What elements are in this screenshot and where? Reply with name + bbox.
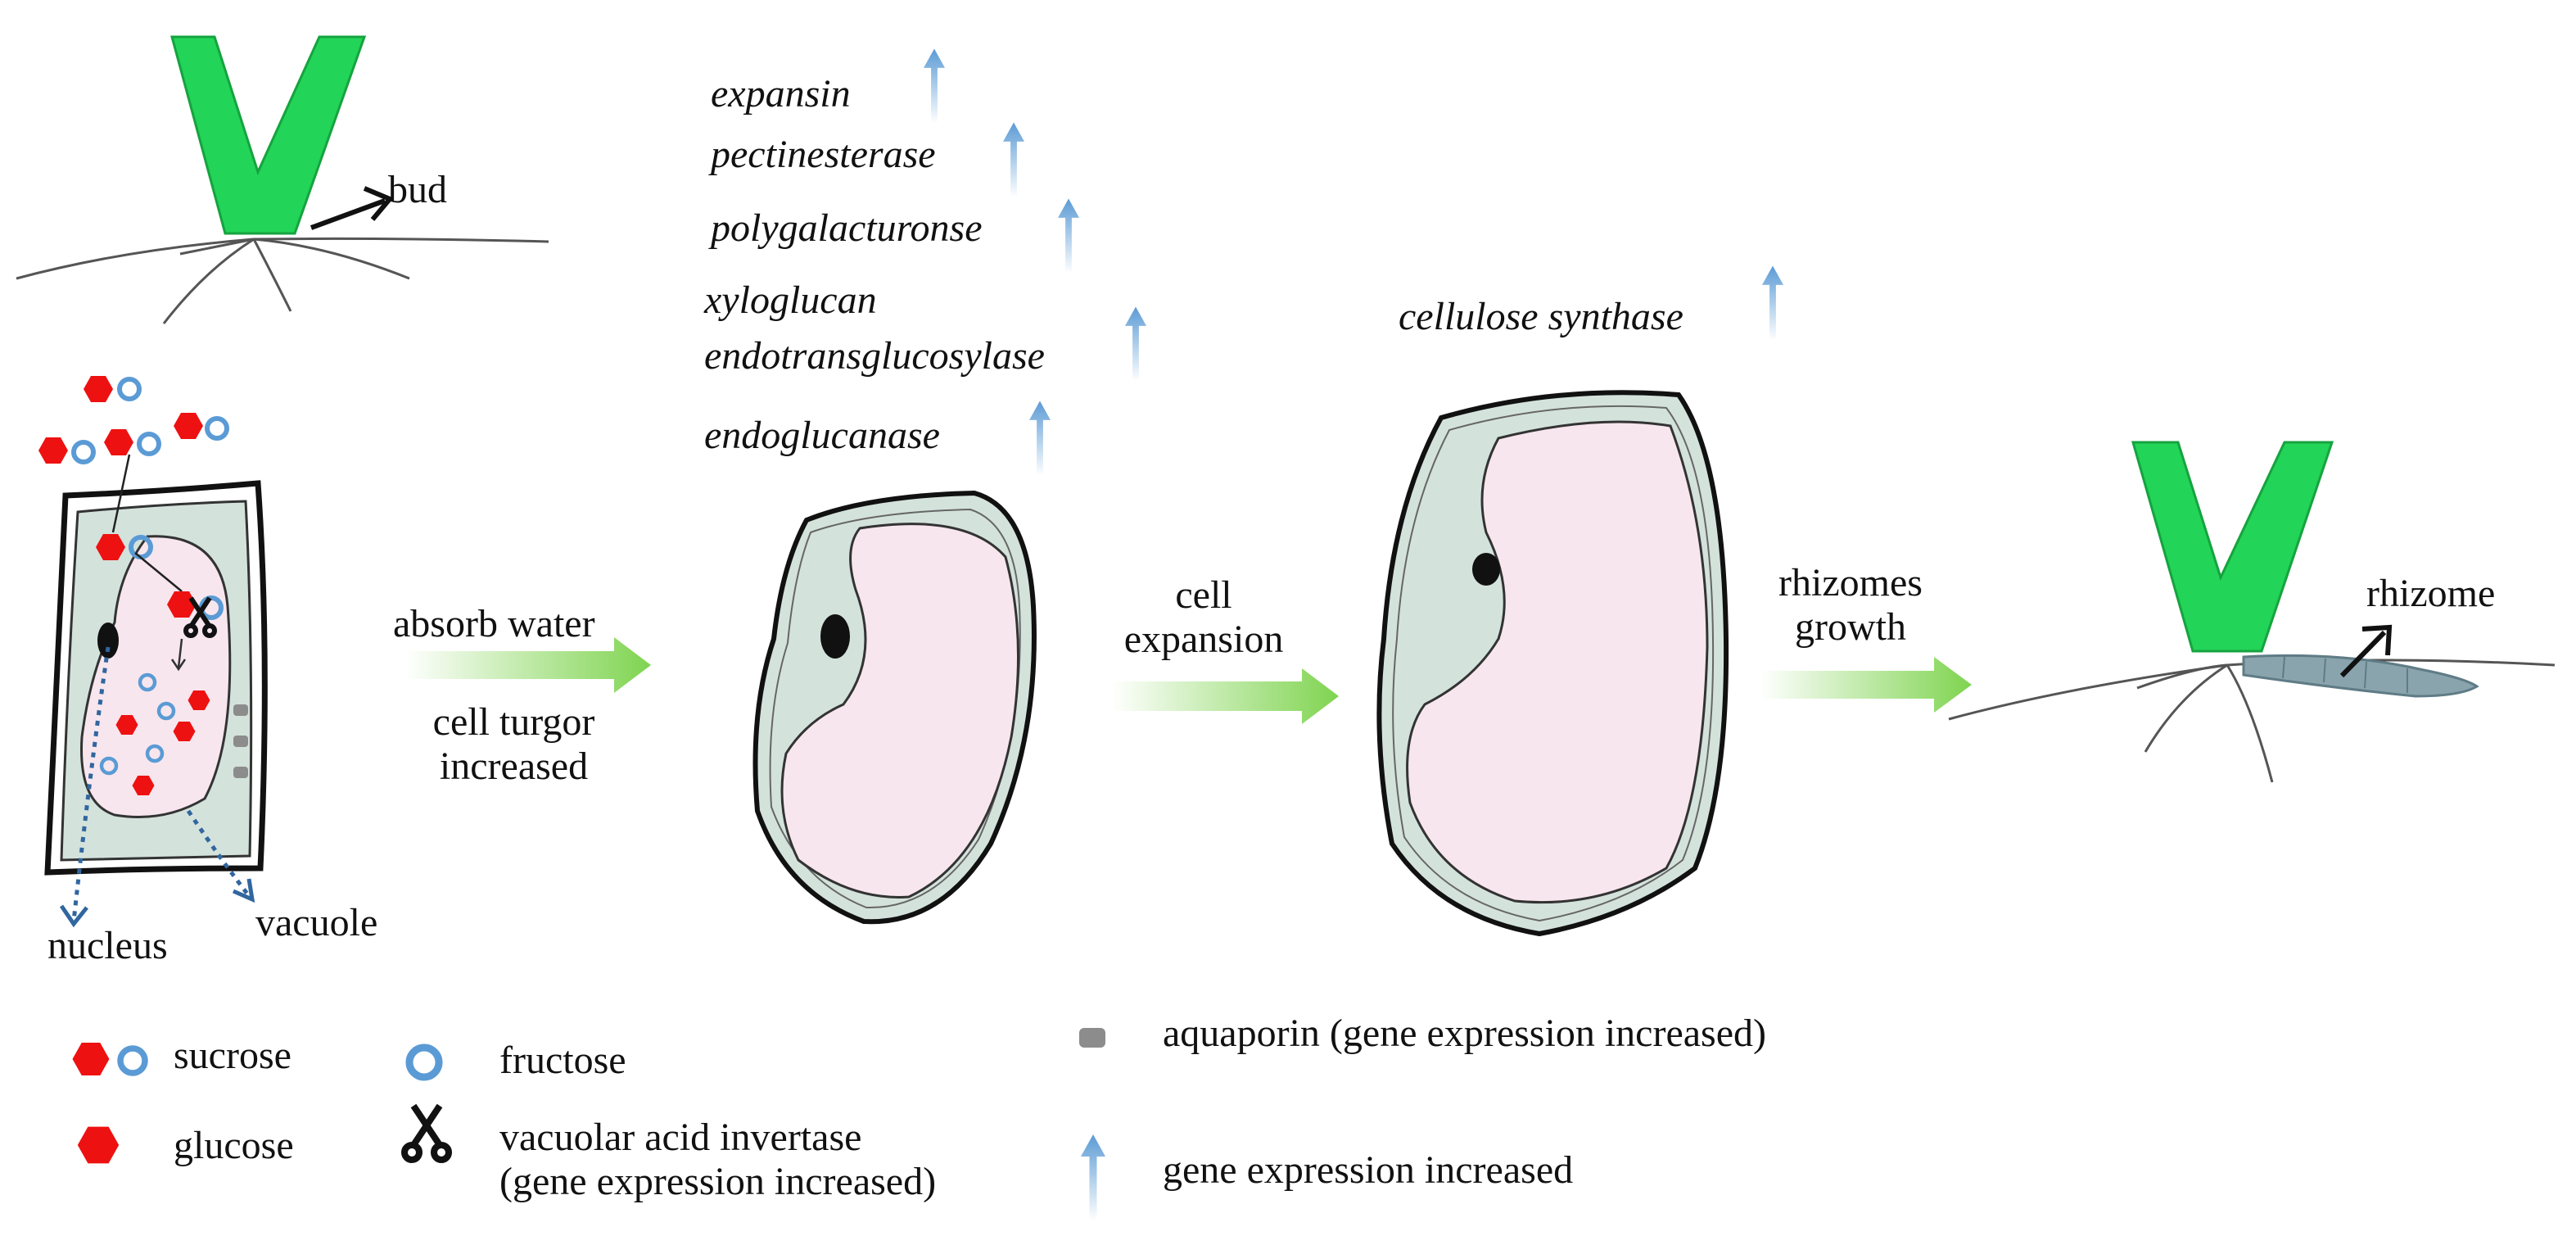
expanded-cell (1376, 390, 1729, 937)
bud-pointer-arrow (310, 198, 386, 230)
turgid-cell-nucleus (820, 614, 850, 659)
step-rhizomes-growth: rhizomes growth (1752, 561, 1949, 650)
legend-glucose-icon (77, 1126, 120, 1164)
legend-glyphs (72, 1028, 1105, 1220)
gene-up-arrow (1029, 401, 1051, 476)
gene-xyloglucan: xyloglucan (704, 278, 877, 322)
gene-cellulose-synthase: cellulose synthase (1399, 295, 1683, 338)
legend-scissors-icon (401, 1103, 452, 1163)
legend-aquaporin-label: aquaporin (gene expression increased) (1163, 1012, 1767, 1055)
plant-with-rhizome (1948, 441, 2556, 783)
rhizome-pointer-arrow (2339, 630, 2387, 678)
step-absorb-water: absorb water (393, 602, 595, 645)
step-turgor-increased: cell turgor increased (409, 700, 618, 789)
initial-cell (38, 376, 268, 928)
step-turgor-line2: increased (439, 744, 589, 788)
turgid-cell-vacuole (780, 523, 1019, 899)
legend-sucrose-icon (72, 1043, 110, 1075)
initial-cell-nucleus (97, 622, 119, 659)
legend-fructose-icon (409, 1048, 439, 1077)
plant-with-bud (16, 35, 549, 324)
step-turgor-line1: cell turgor (432, 700, 595, 744)
rhizome-plant-roots (1948, 659, 2556, 783)
legend-invertase-line1: vacuolar acid invertase (499, 1116, 862, 1159)
vacuole-label: vacuole (255, 901, 378, 944)
legend-aquaporin-icon (1079, 1028, 1105, 1048)
legend-sucrose-icon (120, 1048, 145, 1073)
gene-up-arrow (1762, 265, 1783, 341)
step-cell-expansion: cell expansion (1101, 573, 1306, 662)
gene-pectinesterase: pectinesterase (711, 133, 936, 176)
gene-up-arrow (1058, 198, 1079, 274)
plant-roots (16, 237, 549, 324)
gene-up-arrow (1125, 306, 1146, 382)
nucleus-label: nucleus (47, 924, 168, 967)
expanded-cell-vacuole (1406, 420, 1709, 904)
gene-up-arrow (1003, 122, 1024, 197)
step-expansion-line2: expansion (1123, 617, 1284, 661)
bud-label: bud (388, 168, 447, 211)
legend-fructose-label: fructose (499, 1039, 626, 1082)
expanded-cell-nucleus (1472, 553, 1500, 586)
gene-expansin: expansin (711, 72, 851, 115)
legend-glucose-label: glucose (174, 1124, 294, 1167)
gene-endoglucanase: endoglucanase (704, 414, 940, 457)
rhizome (2242, 654, 2479, 698)
arrow-absorb-water (405, 637, 651, 693)
gene-up-arrow (924, 48, 945, 124)
step-expansion-line1: cell (1175, 573, 1232, 617)
gene-polygalacturonse: polygalacturonse (711, 206, 983, 250)
sucrose-outside (38, 376, 227, 464)
legend-gene-up-label: gene expression increased (1163, 1148, 1574, 1192)
step-growth-line2: growth (1795, 604, 1906, 649)
aquaporin-mark (233, 767, 248, 778)
legend-invertase-label: vacuolar acid invertase (gene expression… (499, 1116, 936, 1204)
rhizome-plant-leaves (2131, 441, 2334, 653)
arrow-rhizomes-growth (1760, 657, 1972, 713)
aquaporin-mark (233, 704, 248, 716)
rhizome-label: rhizome (2366, 572, 2496, 615)
step-growth-line1: rhizomes (1778, 561, 1923, 604)
gene-endotransglucosylase: endotransglucosylase (704, 334, 1045, 378)
plant-leaves (170, 35, 367, 235)
aquaporin-mark (233, 736, 248, 747)
turgid-cell (752, 490, 1037, 925)
legend-gene-up-icon (1081, 1134, 1105, 1220)
arrow-cell-expansion (1112, 668, 1339, 724)
legend-invertase-line2: (gene expression increased) (499, 1159, 937, 1203)
legend-sucrose-label: sucrose (174, 1034, 291, 1077)
invertase-in-cell (183, 596, 217, 638)
